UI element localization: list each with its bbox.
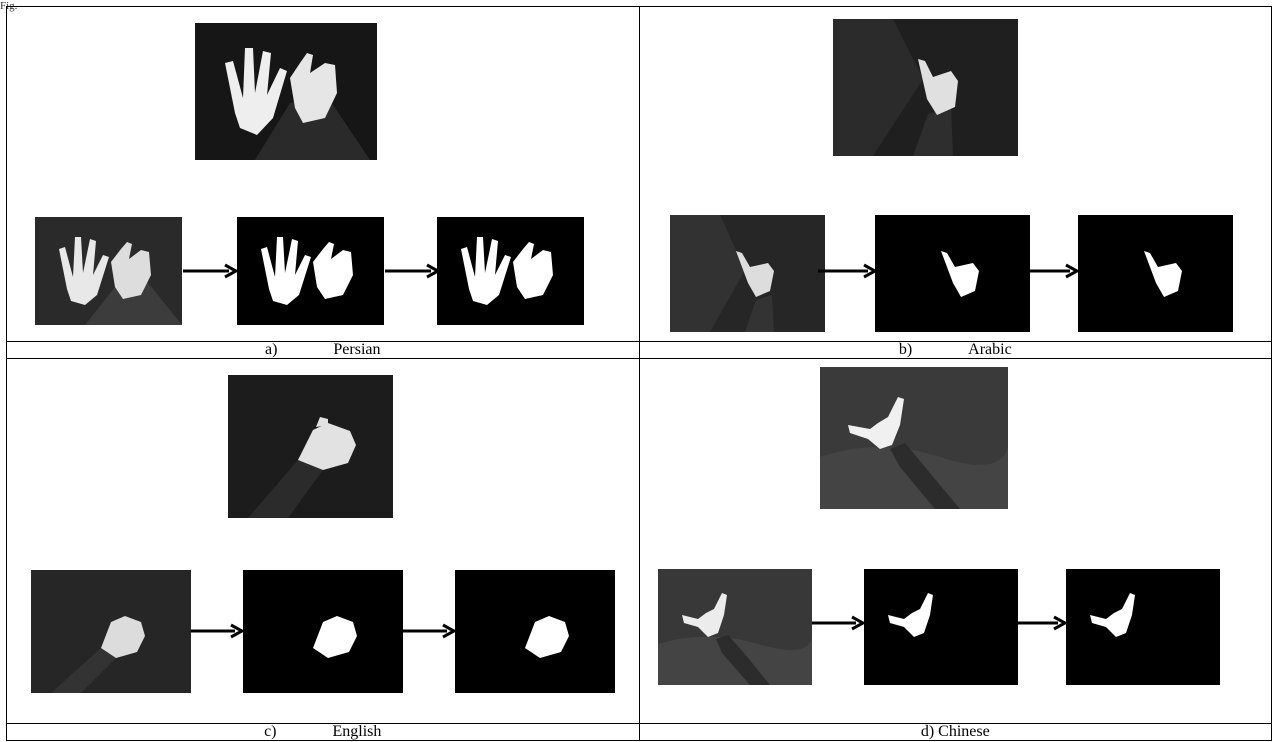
chinese-step1-photo — [658, 569, 812, 685]
persian-step1-photo — [35, 217, 182, 325]
caption-arabic: b) Arabic — [639, 342, 1272, 359]
chinese-step2-mask — [864, 569, 1018, 685]
english-arrow-2 — [403, 623, 455, 639]
persian-step3-mask — [437, 217, 584, 325]
caption-persian: a) Persian — [7, 342, 640, 359]
arabic-step3-mask — [1078, 215, 1233, 332]
caption-language-a: Persian — [333, 341, 380, 358]
chinese-step3-mask — [1066, 569, 1220, 685]
caption-letter-b: b) — [899, 342, 912, 358]
panel-english — [7, 359, 640, 723]
persian-original-photo — [195, 23, 377, 160]
persian-arrow-2 — [385, 263, 439, 279]
caption-language-c: English — [333, 723, 382, 740]
arabic-original-photo — [833, 19, 1018, 156]
chinese-arrow-1 — [812, 615, 864, 631]
english-arrow-1 — [191, 623, 243, 639]
caption-letter-c: c) — [264, 724, 276, 740]
english-step2-mask — [243, 570, 403, 693]
arabic-arrow-2 — [1030, 263, 1078, 279]
panel-chinese — [639, 359, 1272, 723]
persian-step2-mask — [237, 217, 384, 325]
arabic-step1-photo — [670, 215, 825, 332]
caption-letter-d: d) Chinese — [921, 723, 990, 740]
english-step3-mask — [455, 570, 615, 693]
persian-arrow-1 — [183, 263, 237, 279]
caption-english: c) English — [7, 723, 640, 740]
caption-letter-a: a) — [265, 342, 277, 358]
arabic-arrow-1 — [818, 263, 876, 279]
chinese-original-photo — [820, 367, 1008, 509]
figure-table: a) Persian b) Arabic — [6, 6, 1272, 741]
chinese-arrow-2 — [1018, 615, 1066, 631]
panel-persian — [7, 7, 640, 342]
caption-chinese: d) Chinese — [639, 723, 1272, 740]
panel-arabic — [639, 7, 1272, 342]
english-original-photo — [228, 375, 393, 518]
english-step1-photo — [31, 570, 191, 693]
caption-language-b: Arabic — [968, 341, 1012, 358]
arabic-step2-mask — [875, 215, 1030, 332]
